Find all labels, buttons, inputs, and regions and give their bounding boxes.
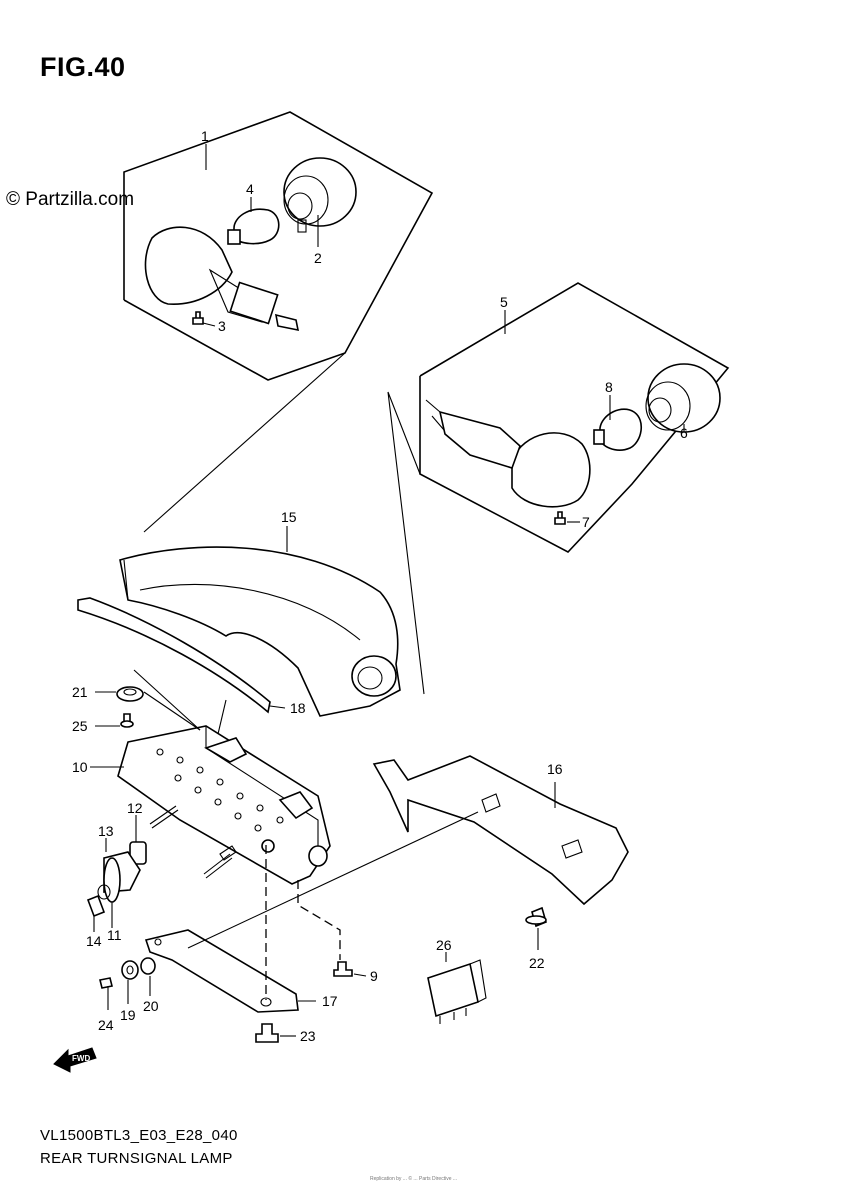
callout-22: 22 xyxy=(529,955,545,971)
construction-lines xyxy=(187,699,479,1000)
callout-18: 18 xyxy=(290,700,306,716)
fasteners-lower-left xyxy=(99,957,156,1010)
callout-26: 26 xyxy=(436,937,452,953)
callout-4: 4 xyxy=(246,181,254,197)
callout-10: 10 xyxy=(72,759,88,775)
bolts-9-23 xyxy=(255,961,367,1043)
grommet-set-left xyxy=(86,815,147,932)
callout-24: 24 xyxy=(98,1017,114,1033)
model-code: VL1500BTL3_E03_E28_040 xyxy=(40,1127,238,1144)
bulb-8 xyxy=(599,408,642,451)
callout-9: 9 xyxy=(370,968,378,984)
trim-strip-18 xyxy=(77,597,286,714)
fwd-arrow-icon: FWD xyxy=(53,1047,97,1073)
callout-13: 13 xyxy=(98,823,114,839)
grommet-21-screw-25 xyxy=(95,669,201,731)
plate-17 xyxy=(144,929,316,1013)
callout-7: 7 xyxy=(582,514,590,530)
diagram-caption: REAR TURNSIGNAL LAMP xyxy=(40,1150,233,1167)
callout-15: 15 xyxy=(281,509,297,525)
callout-3: 3 xyxy=(218,318,226,334)
callout-20: 20 xyxy=(143,998,159,1014)
callout-2: 2 xyxy=(314,250,322,266)
housing-2 xyxy=(283,157,357,227)
callout-6: 6 xyxy=(680,425,688,441)
callout-8: 8 xyxy=(605,379,613,395)
bracket-10-holes xyxy=(156,748,284,832)
footer-note: Replication by ... © ... Parts Directive… xyxy=(370,1176,458,1182)
callout-1: 1 xyxy=(201,128,209,144)
turnsignal-right-assembly xyxy=(419,282,730,553)
callout-14: 14 xyxy=(86,933,102,949)
callout-19: 19 xyxy=(120,1007,136,1023)
clip-22 xyxy=(525,906,547,950)
fwd-label: FWD xyxy=(72,1054,90,1063)
lens-left xyxy=(144,226,233,305)
callout-12: 12 xyxy=(127,800,143,816)
bulb-4 xyxy=(233,208,280,245)
watermark: © Partzilla.com xyxy=(6,189,135,210)
callout-labels: 1 2 3 4 5 6 7 8 9 10 11 12 13 14 15 16 1… xyxy=(72,128,688,1044)
bracket-studs xyxy=(149,805,237,879)
callout-23: 23 xyxy=(300,1028,316,1044)
callout-11: 11 xyxy=(107,927,122,943)
callout-17: 17 xyxy=(322,993,338,1009)
fender-cover-15 xyxy=(119,526,401,717)
bracket-10 xyxy=(90,725,331,885)
lens-right xyxy=(511,432,591,508)
relay-26 xyxy=(427,952,487,1024)
bracket-16 xyxy=(372,755,629,906)
turnsignal-left-assembly xyxy=(123,111,434,381)
callout-21: 21 xyxy=(72,684,88,700)
callout-25: 25 xyxy=(72,718,88,734)
figure-title: FIG.40 xyxy=(40,52,126,82)
callout-5: 5 xyxy=(500,294,508,310)
callout-16: 16 xyxy=(547,761,563,777)
